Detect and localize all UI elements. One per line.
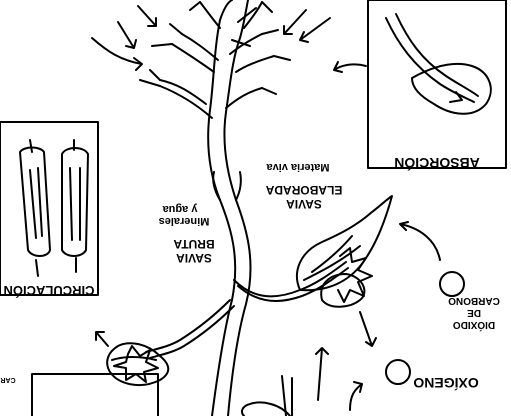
label-savia-bruta-1: SAVIA (176, 251, 212, 265)
label-circulacion: CIRCULACIÓN (4, 283, 95, 298)
label-materia-viva: Materia viva (266, 161, 330, 173)
label-dioxido-2: DE (467, 307, 481, 318)
bottom-leaf (242, 376, 292, 416)
label-oxigeno: OXÍGENO (413, 375, 478, 391)
circulation-box (0, 122, 98, 295)
xylem-vessels (20, 140, 88, 276)
label-minerales: Minerales (159, 215, 210, 227)
label-dioxido-3: CARBONO (448, 295, 500, 306)
left-leaf (107, 343, 168, 385)
right-leaf (297, 196, 392, 307)
label-savia-elaborada-2: ELABORADA (265, 183, 342, 197)
label-savia-elaborada-1: SAVIA (286, 197, 322, 211)
label-dioxido-1: DIÓXIDO (453, 319, 495, 332)
label-savia-bruta-2: BRUTA (173, 237, 214, 251)
label-absorcion: ABSORCIÓN (394, 155, 480, 172)
bottom-box (32, 374, 158, 416)
co2-bubble (440, 272, 464, 296)
oxygen-bubble (386, 360, 410, 384)
vascular-bundle (146, 262, 348, 358)
root-hair-cell (386, 14, 491, 114)
label-cut-text: CAR (0, 376, 15, 383)
label-y-agua: y agua (162, 203, 198, 215)
